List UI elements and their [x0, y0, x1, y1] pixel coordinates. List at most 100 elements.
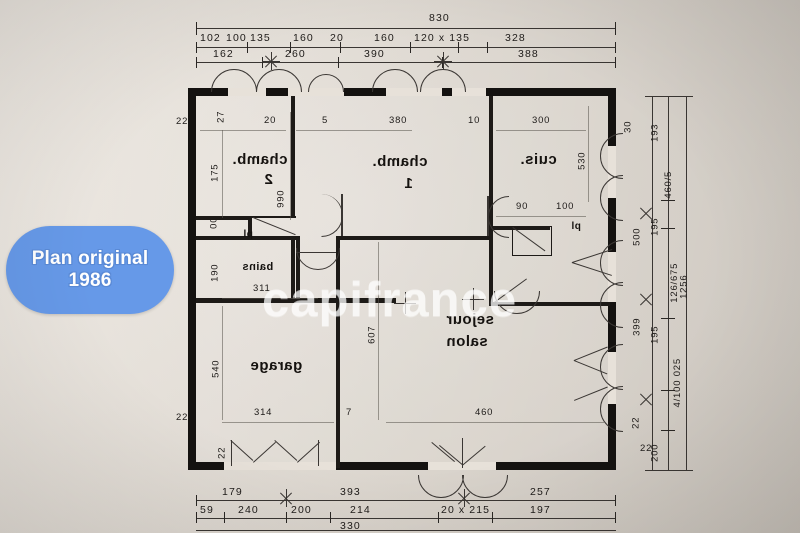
wall-cuisine-counter [492, 226, 550, 230]
axis-marker [277, 489, 295, 507]
room-label-chamb1: chamb. [372, 153, 428, 170]
dim-540: 540 [210, 359, 222, 378]
wall-exterior-left [188, 88, 196, 470]
room-label-cuisine: cuis. [520, 151, 557, 168]
room-label-chamb2: chamb. [232, 151, 288, 168]
tick [196, 512, 197, 523]
wall-placard-side [248, 216, 252, 238]
dim-right-c-3: 4/100 025 [671, 358, 683, 408]
dim-right-c-1: 460/5 [663, 170, 675, 199]
dim-rule [378, 242, 379, 420]
axis-marker [637, 204, 655, 222]
dim-left-22-bottom: 22 [176, 412, 189, 423]
plan-original-badge[interactable]: Plan original 1986 [6, 226, 174, 314]
window-opening [288, 88, 344, 96]
dim-top-7: 120 x 135 [414, 32, 471, 44]
dim-20: 20 [264, 115, 277, 126]
tick [615, 512, 616, 523]
dim-190: 190 [209, 263, 221, 282]
tick [492, 512, 493, 523]
dim-rule [200, 130, 286, 131]
tick [661, 200, 675, 201]
dim-460: 460 [475, 407, 494, 418]
dim-rule [222, 422, 334, 423]
dim-top2-1: 162 [213, 48, 234, 60]
tick [196, 22, 197, 35]
dim-bot2-4: 214 [350, 504, 371, 516]
dim-bot2-2: 240 [238, 504, 259, 516]
bottom-row2-rule [196, 518, 616, 519]
dim-top2-3: 390 [364, 48, 385, 60]
tick [196, 57, 197, 68]
dim-5: 5 [322, 115, 329, 126]
tick [262, 57, 263, 68]
wall-cuisine-bottom [492, 302, 610, 306]
dim-bot1-3: 257 [530, 486, 551, 498]
axis-crosshair [462, 288, 484, 310]
tick [458, 42, 459, 53]
dim-right-overall: 1256 [678, 274, 690, 299]
dim-rule [222, 298, 318, 299]
dim-rule [296, 130, 412, 131]
tick [438, 512, 439, 523]
dim-rule [222, 306, 223, 420]
dim-top-3: 135 [250, 32, 271, 44]
dim-bot2-5: 20 x 215 [441, 504, 491, 516]
badge-line-1: Plan original [31, 247, 149, 269]
tick [487, 42, 488, 53]
tick [286, 512, 287, 523]
dim-right-a-22: 22 [630, 416, 642, 429]
tick [196, 495, 197, 506]
wall-chamb2-chamb1 [291, 96, 295, 218]
cap [645, 470, 693, 471]
dim-right-22-corner: 22 [640, 443, 653, 454]
dim-left-22-top: 22 [176, 116, 189, 127]
axis-crosshair [394, 292, 416, 314]
axis-marker [637, 390, 655, 408]
room-label-salon: salon [446, 333, 488, 350]
tick [247, 42, 248, 53]
dim-right-b-200: 200 [649, 443, 661, 462]
right-rule-a [652, 96, 653, 470]
dim-right-b-193: 193 [649, 123, 661, 142]
dim-top-4: 160 [293, 32, 314, 44]
wall-bains-upper [196, 236, 296, 240]
dim-00: 00 [208, 216, 220, 229]
dim-90: 90 [516, 201, 529, 212]
dim-990: 990 [275, 189, 287, 208]
tick [196, 42, 197, 53]
dim-bot1-2: 393 [340, 486, 361, 498]
dim-top2-4: 388 [518, 48, 539, 60]
dim-rule [496, 216, 586, 217]
top-overall-rule [196, 28, 616, 29]
tick [661, 390, 675, 391]
tick [615, 495, 616, 506]
wall-chamb1-cuisine-lower [489, 216, 493, 306]
cap [645, 96, 693, 97]
dim-rule [496, 130, 586, 131]
bottom-overall-rule [196, 530, 616, 531]
dim-100: 100 [556, 201, 575, 212]
dim-7: 7 [346, 407, 353, 418]
dim-607: 607 [366, 325, 378, 344]
entrance-door-center [462, 438, 463, 468]
room-label-bains: bains [242, 261, 274, 273]
dim-175: 175 [209, 163, 221, 182]
axis-marker [455, 489, 473, 507]
dim-530: 530 [576, 151, 588, 170]
window-opening [228, 88, 266, 96]
garage-door-opening [224, 462, 336, 470]
wall-chamb1-cuisine [489, 96, 493, 216]
dim-311: 311 [253, 283, 271, 294]
dim-bottom-overall: 330 [340, 520, 361, 532]
axis-marker [262, 52, 280, 70]
dim-top-5: 20 [330, 32, 344, 44]
tick [661, 430, 675, 431]
tick [340, 42, 341, 53]
badge-line-2: 1986 [68, 270, 112, 291]
wall-chamb2-chamb1-lower [291, 236, 295, 300]
dim-top-8: 328 [505, 32, 526, 44]
tick [410, 42, 411, 53]
right-rule-b [668, 96, 669, 470]
